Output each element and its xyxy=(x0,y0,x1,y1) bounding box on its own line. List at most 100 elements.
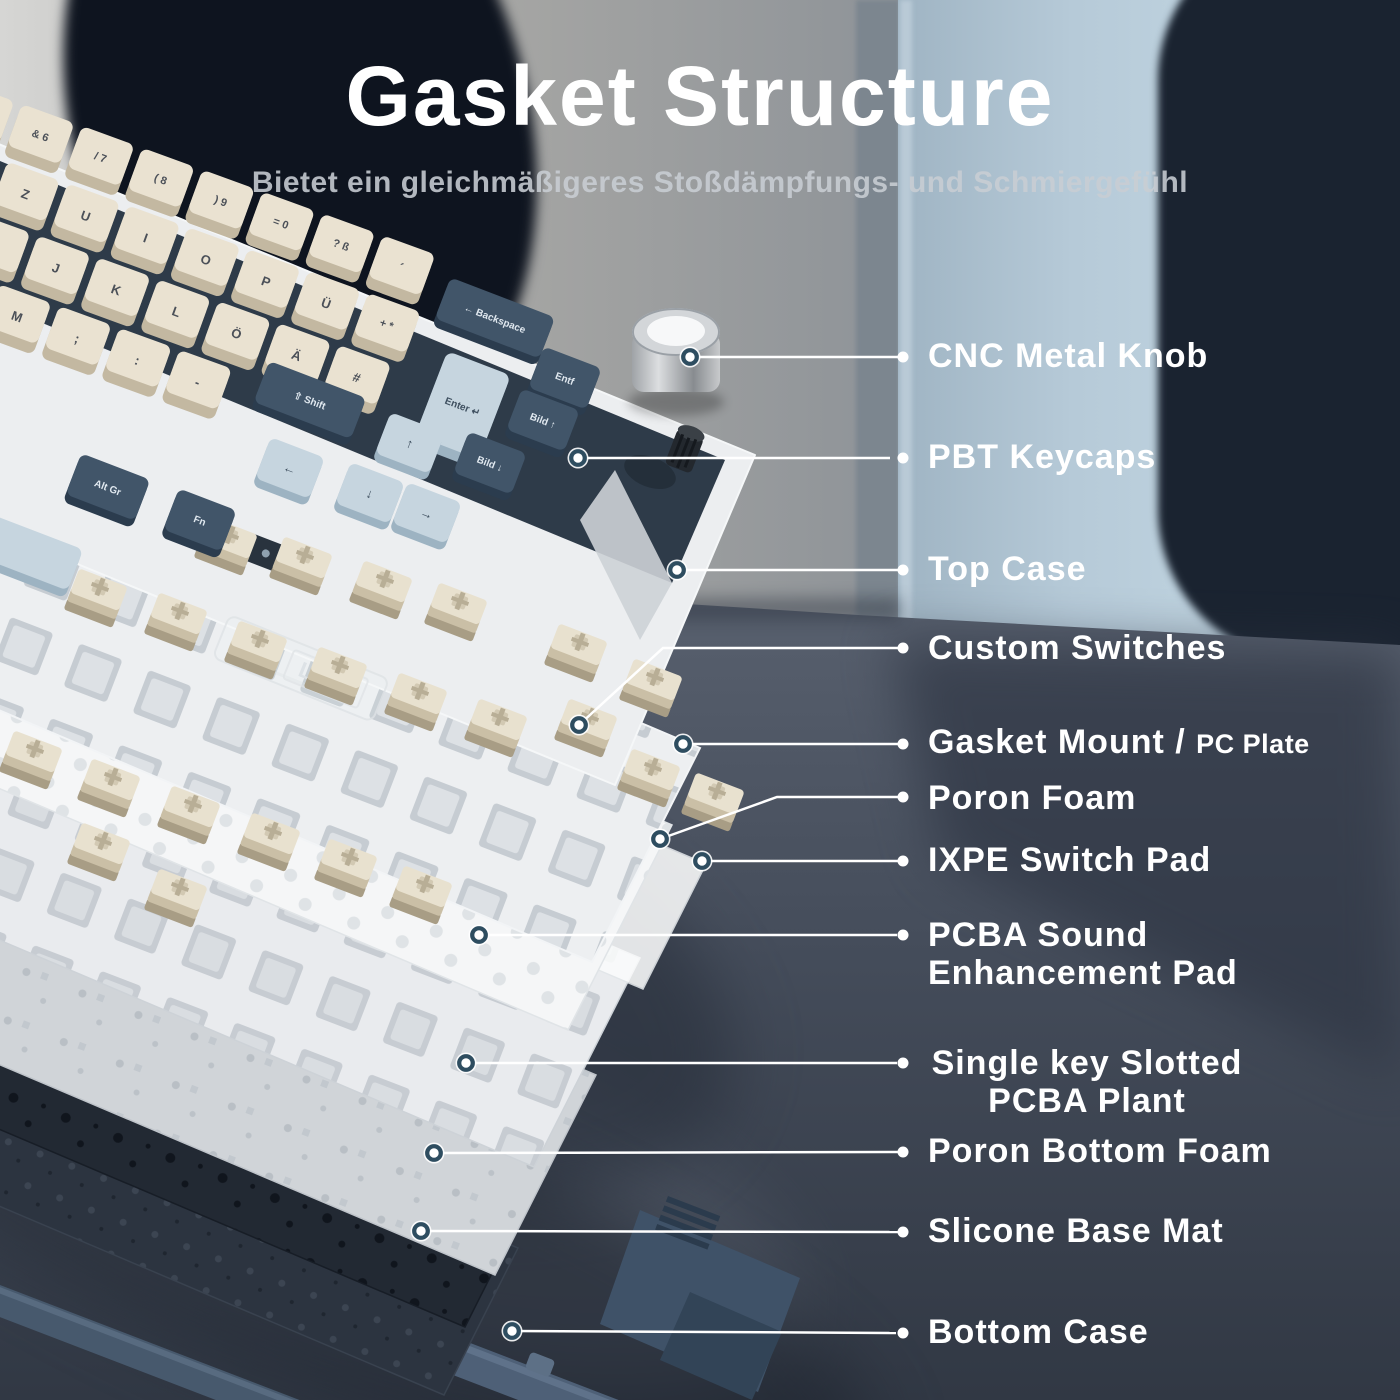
keycap: O xyxy=(171,229,239,297)
keycap-arrow-left: ← xyxy=(254,439,323,505)
wall-corner xyxy=(856,0,904,660)
keycap: Z xyxy=(0,163,59,231)
label-pbt-keycaps: PBT Keycaps xyxy=(928,438,1157,476)
keycap-backspace: ← Backspace xyxy=(434,279,554,365)
part-dot xyxy=(424,1143,445,1164)
svg-text:/ 7: / 7 xyxy=(92,150,108,165)
part-dot xyxy=(502,1321,523,1342)
svg-text:´: ´ xyxy=(396,260,405,276)
svg-text:→: → xyxy=(418,504,436,523)
label-custom-switches: Custom Switches xyxy=(928,629,1227,667)
svg-text:M: M xyxy=(9,308,24,326)
keycap: I xyxy=(110,207,179,275)
keycap: K xyxy=(81,259,149,327)
svg-text:? ß: ? ß xyxy=(331,237,351,254)
label-poron-foam: Poron Foam xyxy=(928,779,1137,817)
part-dot xyxy=(568,448,589,469)
label-silicone-base-mat: Slicone Base Mat xyxy=(928,1212,1224,1250)
keycap: ´ xyxy=(366,237,434,305)
keycap xyxy=(0,215,29,283)
label-ixpe-switch-pad: IXPE Switch Pad xyxy=(928,841,1212,879)
bottom-case-block xyxy=(660,1292,782,1400)
callout-line-poron-foam xyxy=(659,795,899,841)
callout-line-poron-bottom-foam xyxy=(433,1150,899,1155)
keycap-bild-down: Bild ↓ xyxy=(452,433,525,501)
svg-text:↑: ↑ xyxy=(404,435,415,451)
keycap: J xyxy=(21,237,89,305)
svg-text:J: J xyxy=(50,260,62,277)
part-dot xyxy=(456,1053,477,1074)
keycap-arrow-right: → xyxy=(391,484,460,550)
knob-recess xyxy=(624,454,676,490)
keycap: / 7 xyxy=(65,127,133,195)
part-dot xyxy=(667,560,688,581)
part-dot xyxy=(569,715,590,736)
right-arch xyxy=(1158,0,1400,660)
label-cnc-metal-knob: CNC Metal Knob xyxy=(928,337,1209,375)
keycap: ( 8 xyxy=(125,149,193,217)
desk-shadow-right xyxy=(890,640,1400,1080)
label-poron-bottom-foam: Poron Bottom Foam xyxy=(928,1132,1272,1170)
part-dot xyxy=(650,829,671,850)
svg-text:Fn: Fn xyxy=(192,514,207,529)
callout-lines xyxy=(420,355,899,1335)
part-dot xyxy=(673,734,694,755)
keycap: ) 9 xyxy=(185,171,254,239)
svg-text:Ö: Ö xyxy=(229,325,244,343)
callout-line-silicone-base-mat xyxy=(420,1229,899,1234)
keycap-fn: Fn xyxy=(162,490,235,558)
svg-text:I: I xyxy=(141,230,150,245)
keycap-bild-up: Bild ↑ xyxy=(505,390,578,458)
svg-text:( 8: ( 8 xyxy=(152,172,168,188)
keycap: M xyxy=(0,285,50,353)
keycap: U xyxy=(50,185,119,253)
keycap: = 0 xyxy=(245,193,314,261)
svg-text:= 0: = 0 xyxy=(271,215,290,232)
keycap: - xyxy=(162,351,231,419)
svg-text:-: - xyxy=(193,374,202,390)
svg-text:) 9: ) 9 xyxy=(212,194,228,210)
svg-text:←: ← xyxy=(281,459,299,478)
keycap: ; xyxy=(42,307,110,375)
callout-line-custom-switches xyxy=(578,646,899,726)
svg-text:;: ; xyxy=(73,331,82,347)
svg-text::: : xyxy=(133,353,142,369)
page-subtitle: Bietet ein gleichmäßigeres Stoßdämpfungs… xyxy=(251,166,1189,199)
keycap: ? ß xyxy=(305,215,374,283)
svg-text:↓: ↓ xyxy=(364,485,375,501)
keycap: Ü xyxy=(291,272,359,340)
keycap: Ö xyxy=(201,303,270,370)
wall-edge-highlight xyxy=(900,0,912,660)
part-dot xyxy=(692,851,713,872)
keycap-altgr: Alt Gr xyxy=(64,455,149,527)
keycap-cluster-right: ← Backspace Entf Enter ↵ Bild ↑ Bild ↓ ⇧… xyxy=(0,279,600,597)
keycap-arrow-down: ↓ xyxy=(334,464,403,530)
svg-text:& 6: & 6 xyxy=(30,128,50,145)
callout-label-dots xyxy=(897,351,909,1339)
top-case-inner-wedge xyxy=(580,470,672,640)
keycap: : xyxy=(102,329,170,397)
label-bottom-case: Bottom Case xyxy=(928,1313,1149,1351)
keycap: + * xyxy=(351,294,419,362)
keycap-space-partial xyxy=(0,501,82,597)
label-top-case: Top Case xyxy=(928,550,1087,588)
svg-text:O: O xyxy=(198,251,213,269)
callout-line-bottom-case xyxy=(511,1329,897,1335)
keycap-field: & 6 / 7 ( 8 ) 9 = 0 ? ß ´ Z U I O P Ü + … xyxy=(0,84,434,419)
page-title: Gasket Structure xyxy=(345,49,1055,143)
keycap: L xyxy=(141,281,209,349)
svg-text:+ *: + * xyxy=(378,317,396,333)
encoder-stem xyxy=(665,425,705,473)
keycap: P xyxy=(231,251,299,318)
part-dot xyxy=(680,347,701,368)
keycap: & 6 xyxy=(5,105,73,173)
part-dot xyxy=(469,925,490,946)
keycap-shift: ⇧ Shift xyxy=(252,362,365,445)
cnc-metal-knob xyxy=(628,308,724,416)
label-gasket-mount: Gasket Mount / PC Plate xyxy=(928,723,1310,761)
keycap-arrow-up: ↑ xyxy=(374,414,443,480)
